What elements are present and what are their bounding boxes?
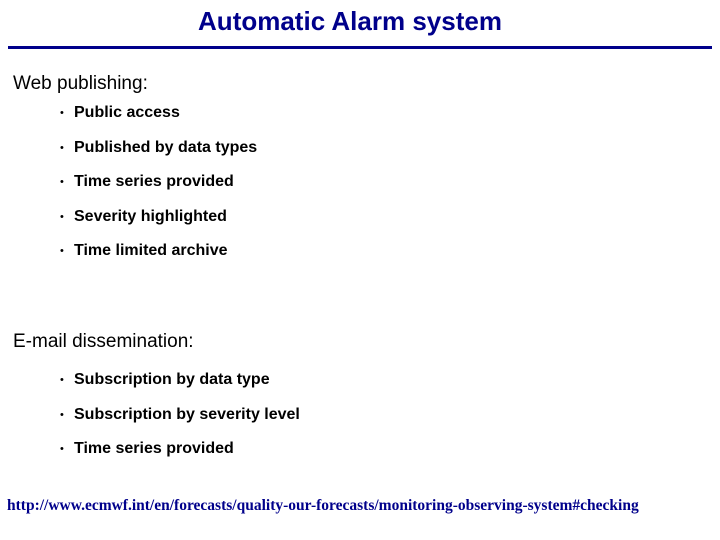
bullet-icon: • bbox=[60, 443, 64, 456]
bullet-icon: • bbox=[60, 176, 64, 189]
bullet-icon: • bbox=[60, 374, 64, 387]
email-dissemination-list: • Subscription by data type • Subscripti… bbox=[60, 363, 300, 467]
slide-title: Automatic Alarm system bbox=[198, 6, 502, 36]
list-item: • Severity highlighted bbox=[60, 200, 257, 235]
list-item-label: Time series provided bbox=[74, 173, 234, 191]
list-item: • Public access bbox=[60, 96, 257, 131]
list-item-label: Time series provided bbox=[74, 440, 234, 458]
list-item-label: Published by data types bbox=[74, 138, 258, 156]
list-item: • Time series provided bbox=[60, 432, 300, 467]
list-item: • Subscription by data type bbox=[60, 363, 300, 398]
list-item: • Subscription by severity level bbox=[60, 398, 300, 433]
list-item: • Time series provided bbox=[60, 165, 257, 200]
list-item-label: Subscription by data type bbox=[74, 371, 270, 389]
bullet-icon: • bbox=[60, 245, 64, 258]
bullet-icon: • bbox=[60, 210, 64, 223]
list-item-label: Severity highlighted bbox=[74, 207, 227, 225]
list-item-label: Subscription by severity level bbox=[74, 405, 300, 423]
list-item-label: Time limited archive bbox=[74, 242, 228, 260]
ecmwf-url-link[interactable]: http://www.ecmwf.int/en/forecasts/qualit… bbox=[7, 497, 639, 514]
bullet-icon: • bbox=[60, 141, 64, 154]
email-dissemination-heading: E-mail dissemination: bbox=[13, 331, 194, 352]
list-item: • Time limited archive bbox=[60, 234, 257, 269]
title-divider bbox=[8, 46, 712, 49]
bullet-icon: • bbox=[60, 408, 64, 421]
web-publishing-list: • Public access • Published by data type… bbox=[60, 96, 257, 269]
bullet-icon: • bbox=[60, 107, 64, 120]
list-item-label: Public access bbox=[74, 104, 180, 122]
list-item: • Published by data types bbox=[60, 131, 257, 166]
web-publishing-heading: Web publishing: bbox=[13, 73, 148, 94]
